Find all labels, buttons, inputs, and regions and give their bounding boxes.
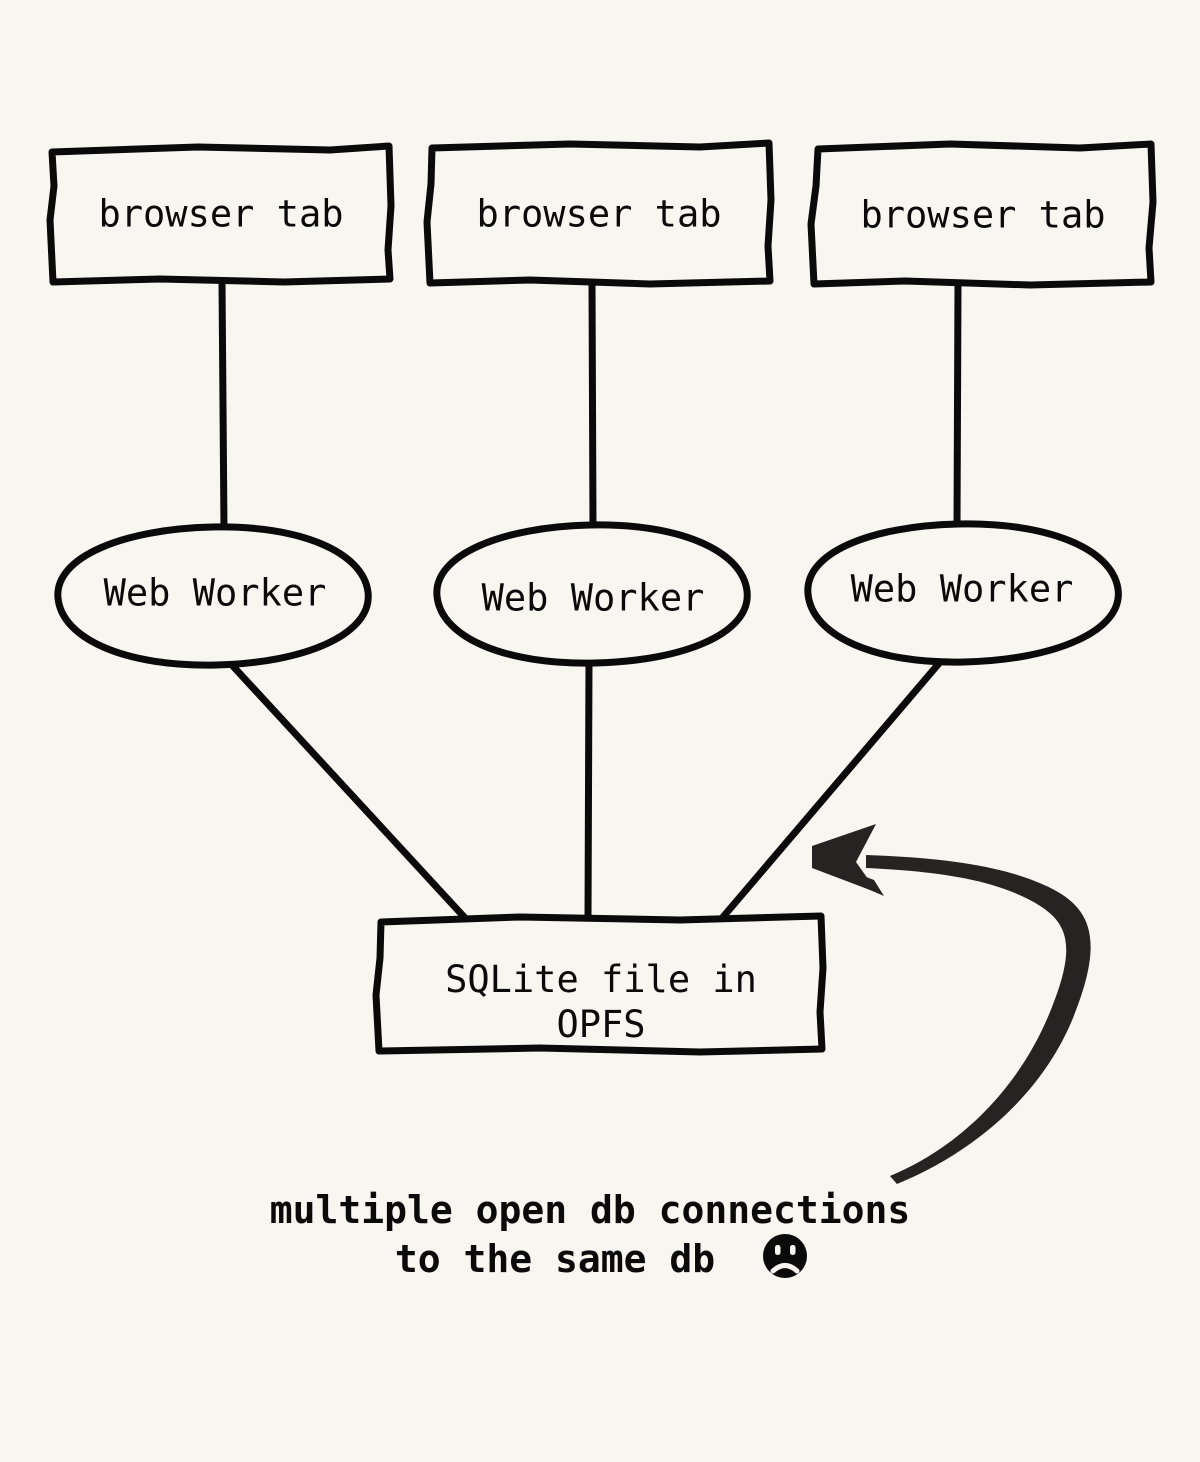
frowning-face-icon (763, 1234, 807, 1278)
connector-worker1-store (227, 660, 470, 923)
browser-tab-label-2: browser tab (476, 193, 721, 236)
connector-tab2-worker2 (588, 278, 597, 532)
sqlite-opfs-label-line1: SQLite file in (445, 958, 757, 1001)
browser-tab-label-3: browser tab (860, 194, 1105, 237)
browser-tab-box-2[interactable]: browser tab (423, 139, 775, 288)
connector-tab1-worker1 (218, 277, 228, 534)
caption-line-1: multiple open db connections (270, 1188, 911, 1232)
browser-tab-box-3[interactable]: browser tab (807, 140, 1157, 289)
connector-tab3-worker3 (953, 279, 962, 531)
web-worker-ellipse-2[interactable]: Web Worker (433, 521, 751, 667)
connector-worker2-store (584, 658, 593, 922)
web-worker-ellipse-1[interactable]: Web Worker (54, 523, 372, 669)
web-worker-label-3: Web Worker (851, 568, 1074, 611)
caption-block: multiple open db connections to the same… (270, 1188, 911, 1281)
connector-worker3-store (719, 657, 945, 921)
sqlite-opfs-box[interactable]: SQLite file in OPFS (372, 912, 827, 1056)
browser-tab-label-1: browser tab (98, 193, 343, 236)
caption-line-2: to the same db (395, 1237, 715, 1281)
annotation-curved-arrow (812, 824, 1091, 1184)
web-worker-ellipse-3[interactable]: Web Worker (804, 520, 1122, 666)
browser-tab-box-1[interactable]: browser tab (46, 142, 395, 286)
sqlite-opfs-label-line2: OPFS (556, 1003, 645, 1046)
web-worker-label-2: Web Worker (482, 577, 705, 620)
web-worker-label-1: Web Worker (104, 572, 327, 615)
